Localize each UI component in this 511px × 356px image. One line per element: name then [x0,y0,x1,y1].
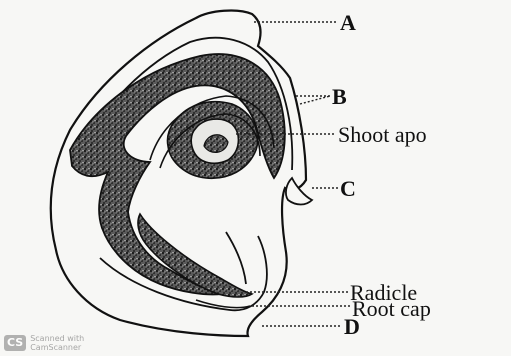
watermark-line1: Scanned with [30,334,84,343]
camscanner-watermark: CS Scanned with CamScanner [4,334,84,352]
label-b: B [332,86,347,108]
notch-c [286,178,312,205]
leader-b2 [300,96,330,104]
camscanner-badge: CS [4,335,26,351]
label-a: A [340,12,356,34]
watermark-line2: CamScanner [30,343,84,352]
label-root-cap: Root cap [352,298,431,320]
watermark-text: Scanned with CamScanner [30,334,84,352]
label-c: C [340,178,356,200]
label-shoot-apex: Shoot apo [338,124,427,146]
label-d: D [344,316,360,338]
